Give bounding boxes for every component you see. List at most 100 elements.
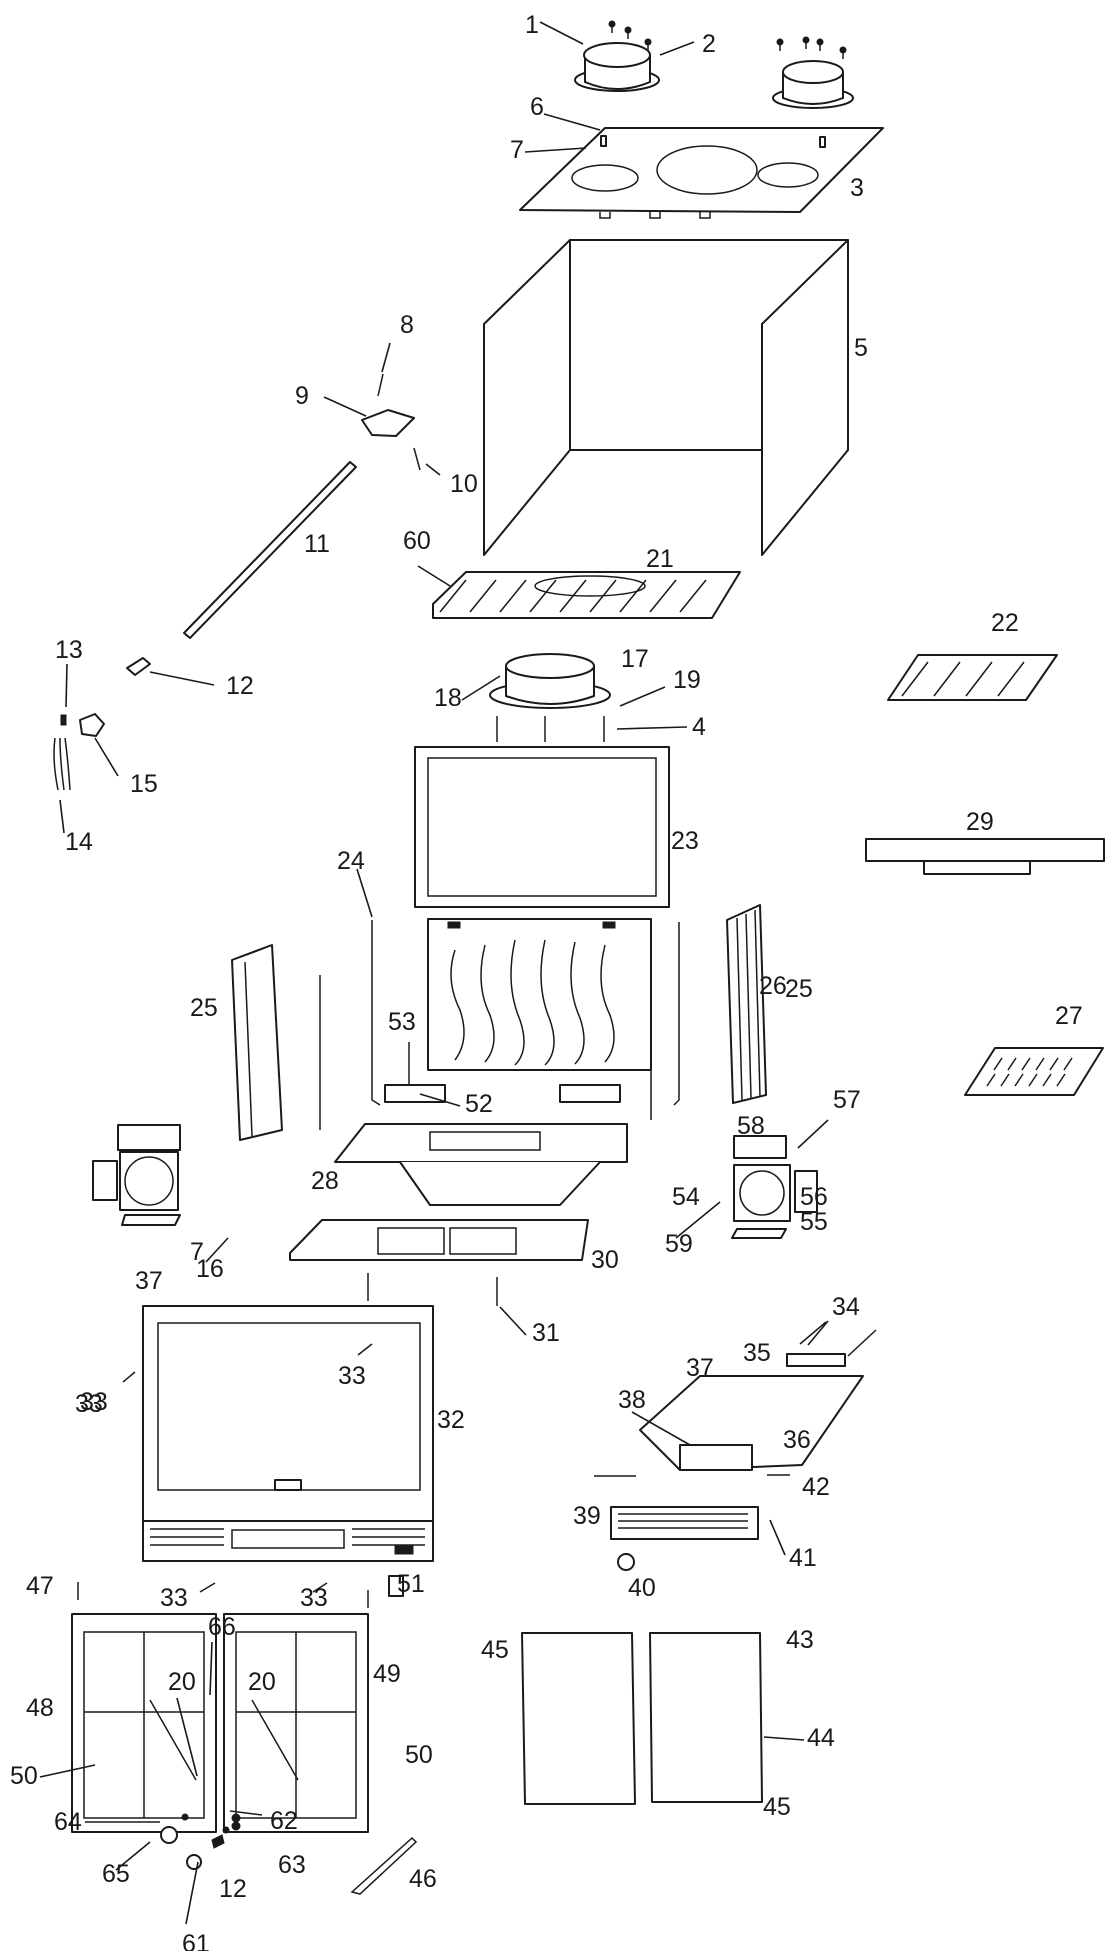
callout-57: 57 (833, 1086, 861, 1114)
base-tray (289, 1219, 589, 1261)
callout-8: 8 (400, 311, 414, 339)
door-screws (122, 1343, 373, 1593)
callout-32: 32 (437, 1406, 465, 1434)
leader-line-2 (659, 41, 695, 56)
callout-20: 20 (168, 1668, 196, 1696)
leader-line-20 (176, 1697, 198, 1777)
door-left (71, 1613, 217, 1833)
callout-33-repeat: 33 (300, 1584, 328, 1612)
callout-60: 60 (403, 527, 431, 555)
callout-9: 9 (295, 382, 309, 410)
body-shell (483, 239, 849, 556)
bracket-assembly (361, 373, 421, 471)
callout-1: 1 (525, 11, 539, 39)
callout-13: 13 (55, 636, 83, 664)
blower-right (731, 1135, 818, 1239)
callout-leaders (39, 21, 829, 1925)
callout-65: 65 (102, 1860, 130, 1888)
bolts (496, 716, 605, 742)
callout-64: 64 (54, 1808, 82, 1836)
leader-line-19 (619, 686, 666, 707)
callout-36: 36 (783, 1426, 811, 1454)
door-right (223, 1613, 369, 1833)
leader-line-8 (381, 342, 391, 373)
callout-26: 26 (759, 972, 787, 1000)
leader-line-34 (807, 1320, 829, 1346)
callout-12: 12 (226, 672, 254, 700)
callout-19: 19 (673, 666, 701, 694)
callout-27: 27 (1055, 1002, 1083, 1030)
callout-51: 51 (397, 1570, 425, 1598)
support-rods (319, 920, 680, 1130)
leader-line-61 (185, 1861, 199, 1925)
top-glass-frame (414, 746, 670, 908)
callout-53: 53 (388, 1008, 416, 1036)
door-frame (142, 1305, 434, 1562)
callout-25-repeat: 25 (785, 975, 813, 1003)
leader-line-60 (417, 565, 451, 587)
callout-16: 16 (196, 1255, 224, 1283)
leader-line-52 (419, 1093, 461, 1107)
small-hardware-bottom (160, 1813, 241, 1870)
side-panel-right (726, 904, 767, 1104)
callout-35: 35 (743, 1339, 771, 1367)
callout-29: 29 (966, 808, 994, 836)
callout-34: 34 (832, 1293, 860, 1321)
callout-54: 54 (672, 1183, 700, 1211)
callout-31: 31 (532, 1319, 560, 1347)
mount-bracket (887, 654, 1058, 701)
callout-50: 50 (10, 1762, 38, 1790)
firebox-tray (334, 1123, 628, 1206)
tray-pins (367, 1273, 498, 1306)
callout-44: 44 (807, 1724, 835, 1752)
callout-10: 10 (450, 470, 478, 498)
callout-61: 61 (182, 1930, 210, 1951)
parts-drawing (53, 20, 1105, 1895)
ash-drawer (639, 1321, 877, 1471)
leader-line-6 (543, 113, 601, 131)
top-trim (865, 838, 1105, 875)
door-pins (77, 1582, 369, 1608)
flame-panel (427, 918, 652, 1071)
callout-4: 4 (692, 713, 706, 741)
callout-33: 33 (80, 1388, 108, 1416)
callout-6: 6 (530, 93, 544, 121)
callout-33-repeat: 33 (75, 1390, 103, 1418)
callout-14: 14 (65, 828, 93, 856)
callout-39: 39 (573, 1502, 601, 1530)
top-screws (608, 20, 847, 59)
callout-24: 24 (337, 847, 365, 875)
callout-47: 47 (26, 1572, 54, 1600)
callout-33-repeat: 33 (338, 1362, 366, 1390)
flue-collar-left (574, 42, 660, 92)
baffle-grate (432, 571, 741, 619)
leader-line-1 (539, 21, 584, 45)
callout-59: 59 (665, 1230, 693, 1258)
callout-20-repeat: 20 (248, 1668, 276, 1696)
leader-line-65 (115, 1841, 151, 1871)
leader-line-4 (616, 726, 688, 730)
callout-52: 52 (465, 1090, 493, 1118)
leader-line-66 (209, 1641, 213, 1696)
callout-11: 11 (304, 530, 330, 558)
leader-line-59 (675, 1201, 721, 1239)
callout-56: 56 (800, 1183, 828, 1211)
callout-25: 25 (190, 994, 218, 1022)
leader-line-9 (323, 396, 367, 417)
callout-40: 40 (628, 1574, 656, 1602)
callout-28: 28 (311, 1167, 339, 1195)
blower-left (92, 1124, 181, 1226)
leader-line-12 (149, 671, 215, 686)
callout-22: 22 (991, 609, 1019, 637)
callout-18: 18 (434, 684, 462, 712)
callout-23: 23 (671, 827, 699, 855)
leader-line-31 (499, 1306, 527, 1336)
callout-49: 49 (373, 1660, 401, 1688)
callout-45: 45 (481, 1636, 509, 1664)
callout-62: 62 (270, 1807, 298, 1835)
callout-63: 63 (278, 1851, 306, 1879)
handle-rod (350, 1836, 418, 1895)
leader-line-7 (524, 147, 587, 153)
callout-43: 43 (786, 1626, 814, 1654)
callout-5: 5 (854, 334, 868, 362)
